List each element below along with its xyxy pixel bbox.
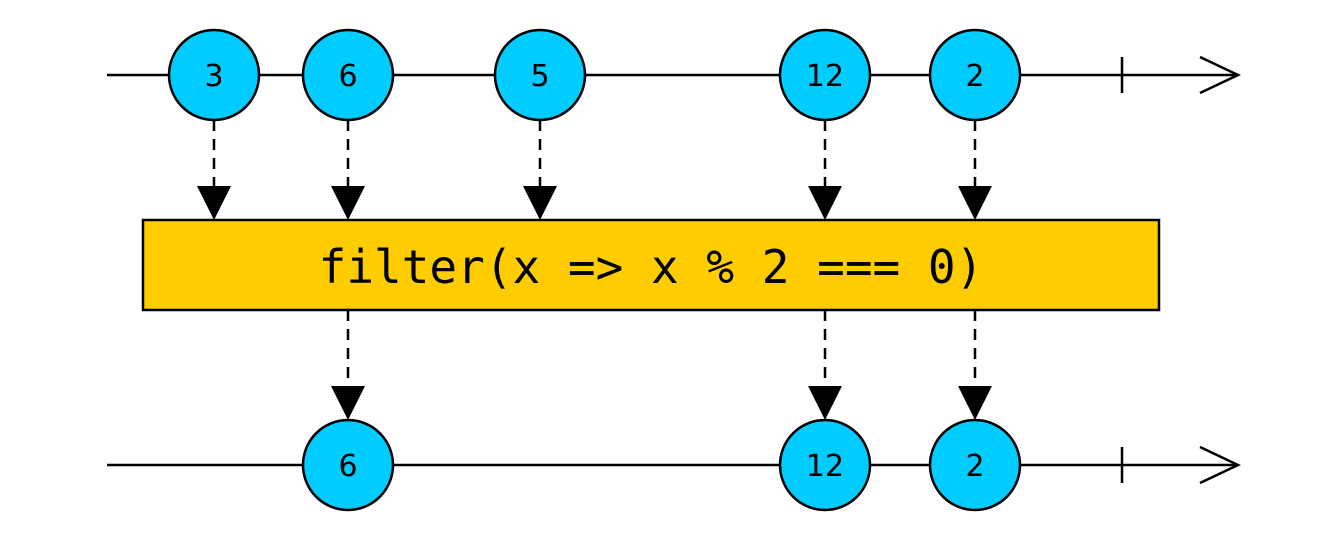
input-marble-label: 5 bbox=[530, 59, 549, 94]
output-marble: 6 bbox=[301, 418, 395, 512]
input-timeline-arrowhead bbox=[1199, 55, 1241, 95]
input-marble-label: 6 bbox=[338, 59, 357, 94]
input-connector bbox=[808, 120, 842, 220]
input-marble-circle bbox=[301, 28, 395, 122]
input-connector-arrowhead bbox=[331, 186, 365, 220]
operator-label: filter(x => x % 2 === 0) bbox=[319, 240, 984, 294]
operator-box: filter(x => x % 2 === 0) bbox=[141, 218, 1161, 312]
output-connector bbox=[331, 310, 365, 420]
output-marble-circle bbox=[301, 418, 395, 512]
input-marble-label: 2 bbox=[965, 59, 984, 94]
output-marbles: 6 12 2 bbox=[301, 418, 1022, 512]
output-connector bbox=[958, 310, 992, 420]
input-marble-label: 12 bbox=[806, 59, 844, 94]
input-marble: 3 bbox=[167, 28, 261, 122]
output-connector bbox=[808, 310, 842, 420]
output-connector-arrowhead bbox=[808, 386, 842, 420]
output-connector-arrowhead bbox=[958, 386, 992, 420]
output-marble: 2 bbox=[928, 418, 1022, 512]
input-connectors bbox=[197, 120, 992, 220]
input-marble: 5 bbox=[493, 28, 587, 122]
input-marble: 6 bbox=[301, 28, 395, 122]
input-connector bbox=[197, 120, 231, 220]
input-marble-circle bbox=[778, 28, 872, 122]
operator-rect bbox=[141, 218, 1161, 312]
output-connectors bbox=[331, 310, 992, 420]
output-timeline-arrowhead bbox=[1199, 445, 1241, 485]
input-marble-circle bbox=[928, 28, 1022, 122]
input-connector bbox=[331, 120, 365, 220]
output-marble-label: 2 bbox=[965, 449, 984, 484]
input-connector bbox=[958, 120, 992, 220]
input-connector-arrowhead bbox=[808, 186, 842, 220]
output-marble-label: 12 bbox=[806, 449, 844, 484]
output-marble: 12 bbox=[778, 418, 872, 512]
input-marble: 12 bbox=[778, 28, 872, 122]
input-connector-arrowhead bbox=[523, 186, 557, 220]
output-marble-circle bbox=[778, 418, 872, 512]
output-connector-arrowhead bbox=[331, 386, 365, 420]
input-marbles: 3 6 5 12 2 bbox=[167, 28, 1022, 122]
input-timeline bbox=[107, 55, 1241, 95]
input-connector-arrowhead bbox=[958, 186, 992, 220]
input-connector bbox=[523, 120, 557, 220]
input-marble-circle bbox=[167, 28, 261, 122]
input-marble-label: 3 bbox=[204, 59, 223, 94]
output-timeline bbox=[107, 445, 1241, 485]
output-marble-label: 6 bbox=[338, 449, 357, 484]
input-connector-arrowhead bbox=[197, 186, 231, 220]
output-marble-circle bbox=[928, 418, 1022, 512]
input-marble-circle bbox=[493, 28, 587, 122]
input-marble: 2 bbox=[928, 28, 1022, 122]
